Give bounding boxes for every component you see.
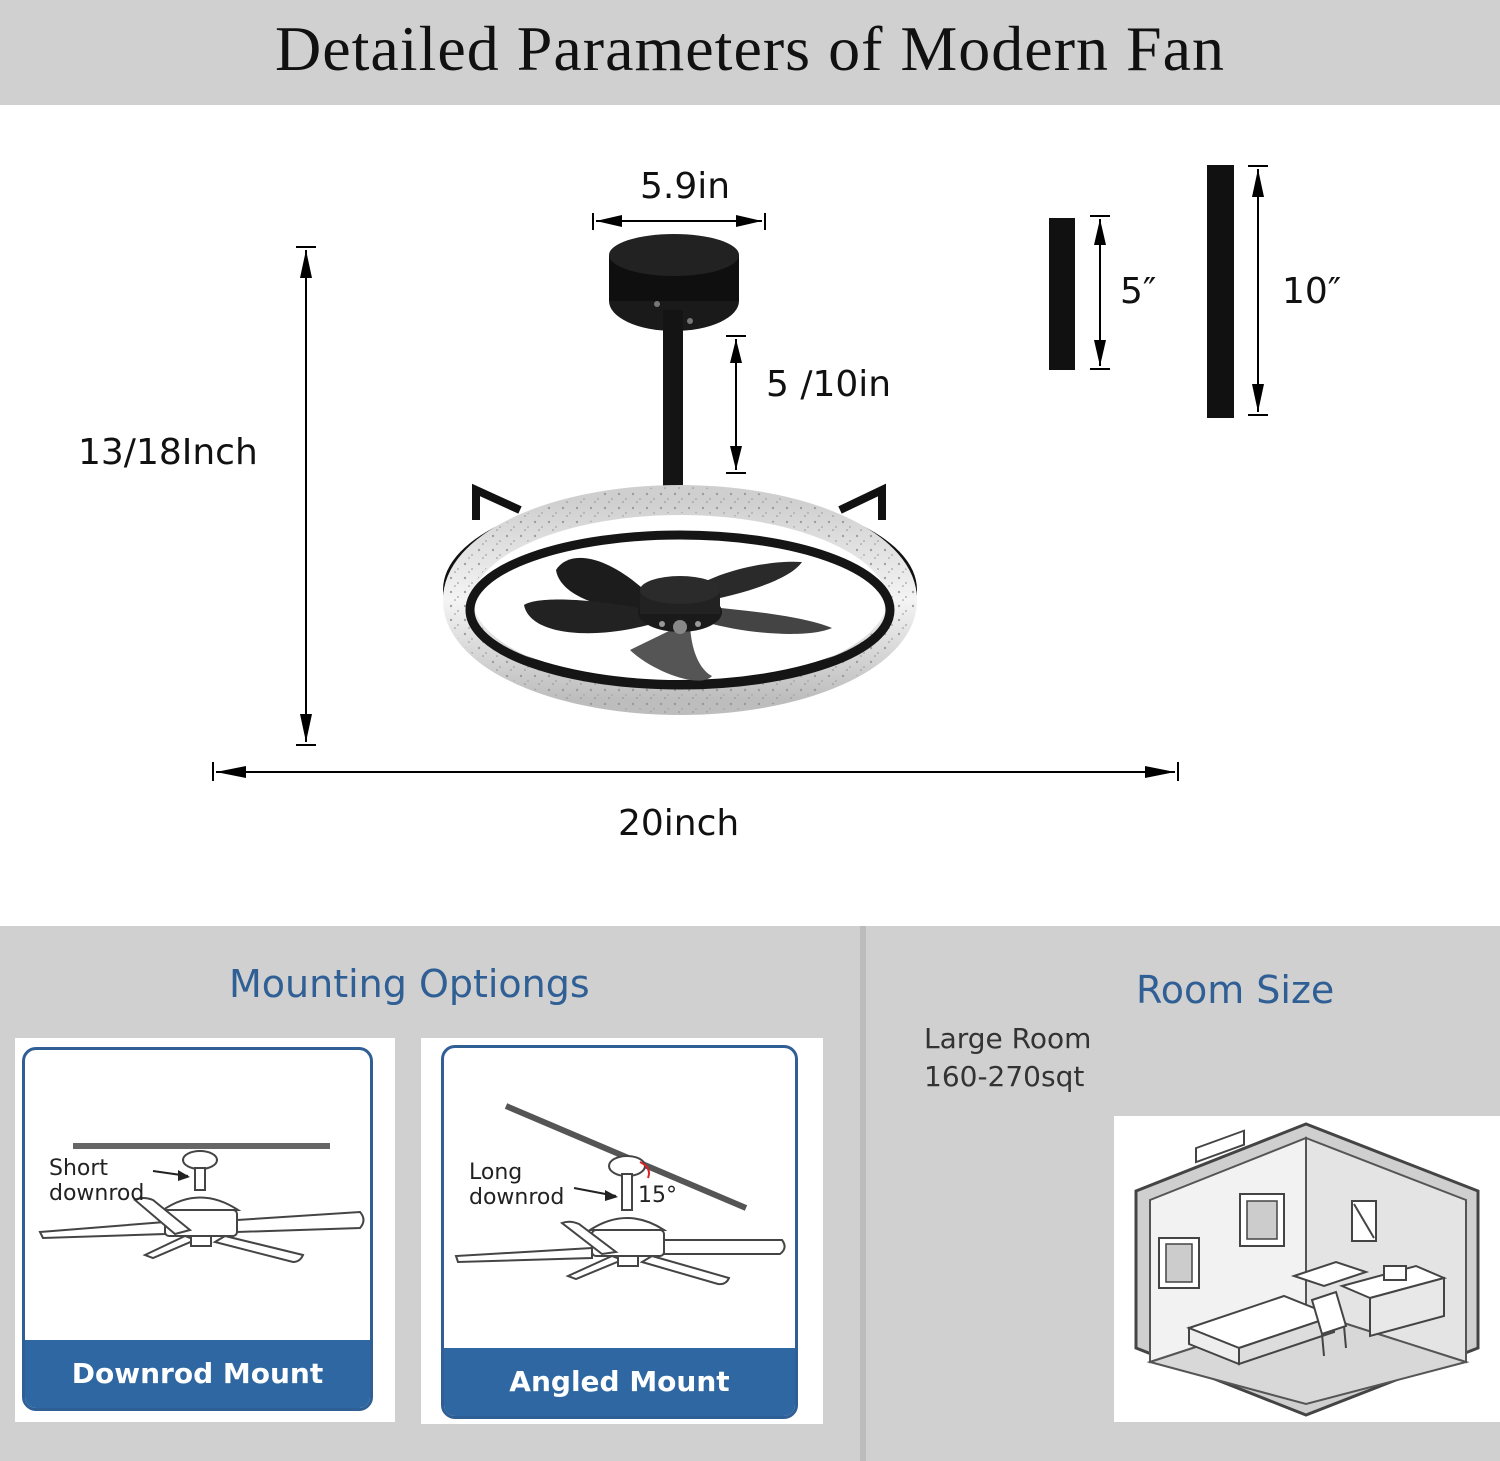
downrod-dimension [726,335,746,474]
angled-mount-label: Angled Mount [444,1348,795,1416]
canopy-width-label: 5.9in [640,166,731,207]
page-title: Detailed Parameters of Modern Fan [274,13,1226,84]
downrod-mount-label: Downrod Mount [25,1340,370,1408]
angled-mount-card: Long downrod 15° Angled Mount [441,1045,798,1419]
fan-illustration [443,234,917,715]
angle-label: 15° [638,1183,677,1208]
short-rod-option [1049,215,1110,370]
downrod-mount-illustration [38,1143,365,1264]
room-illustration [1134,1122,1480,1417]
long-rod-option [1207,165,1268,418]
short-downrod-note: Short downrod [49,1156,145,1206]
title-band [0,0,1500,105]
canopy-width-dimension [592,213,766,230]
room-area: 160-270sqt [924,1060,1085,1093]
long-rod-label: 10″ [1282,271,1342,312]
room-type: Large Room [924,1022,1092,1055]
short-rod-label: 5″ [1120,271,1157,312]
room-illustration-frame [1114,1116,1500,1422]
downrod-length-label: 5 /10in [766,364,892,405]
fan-dimension-diagram [212,165,1268,781]
angled-mount-card-frame: Long downrod 15° Angled Mount [421,1038,823,1424]
room-size-heading: Room Size [1136,968,1335,1012]
angled-mount-illustration [454,1103,786,1286]
height-label: 13/18Inch [78,432,258,473]
width-label: 20inch [618,803,740,844]
width-dimension [212,762,1179,781]
downrod-mount-card: Short downrod Downrod Mount [22,1047,373,1411]
long-downrod-note: Long downrod [469,1160,565,1210]
mounting-heading: Mounting Optiongs [229,962,590,1006]
downrod-mount-card-frame: Short downrod Downrod Mount [15,1038,395,1422]
height-dimension [296,246,316,746]
panel-divider [860,926,866,1461]
